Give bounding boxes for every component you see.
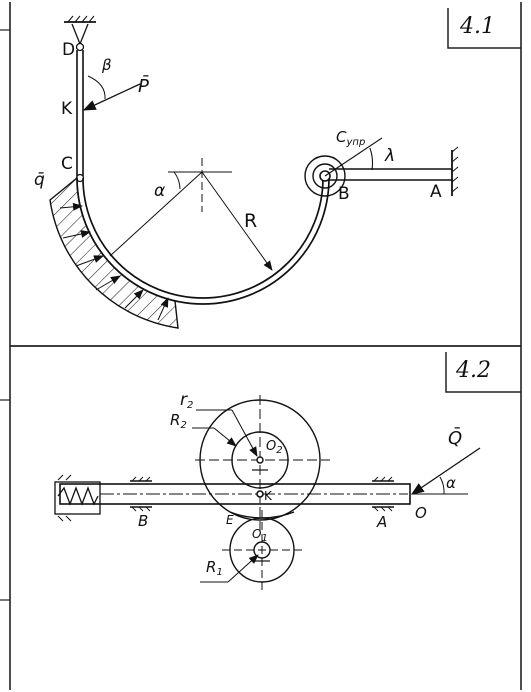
wheel-O1 [222,510,302,590]
O1-symbol: O [252,527,262,541]
label-force-Q: Q̄ [448,428,463,449]
force-Q [410,447,481,495]
angle-lambda [324,137,383,177]
radius-pointer-lower [200,554,259,583]
rod-BA [329,146,459,196]
label-spring-stiffness: Cупр [336,130,365,148]
label-radius-r2: r2 [180,392,193,411]
radius-pointers-upper [192,409,258,457]
label-point-K: K [61,99,73,119]
distributed-load-q [49,176,179,329]
force-P [82,75,141,111]
R2-symbol: R [170,411,181,429]
label-load-q: q̄ [34,170,45,190]
label-point-O: O [415,504,427,522]
spring-subscript: упр [346,137,366,148]
R1-symbol: R [206,558,217,576]
spring-symbol: C [336,128,347,146]
gear-O2 [195,395,330,535]
label-point-D: D [62,40,76,60]
label-point-A: A [430,182,442,202]
label-angle-alpha: α [154,181,166,201]
label-center-O2: O2 [266,440,283,456]
label-angle-alpha2: α [446,474,456,492]
label-point-C: C [61,154,73,174]
label-radius-R: R [244,210,258,232]
label-angle-beta: β [102,56,112,74]
problem-4-2-diagram [54,395,481,590]
problem-number-4-1: 4.1 [460,14,495,39]
label-force-P: P̄ [138,76,149,97]
O1-subscript: 1 [261,533,268,544]
fixed-support-D [64,15,96,52]
O2-symbol: O [266,439,277,454]
rack-bar [59,483,411,505]
label-point-B: B [338,184,350,204]
spring-left [54,474,101,522]
label-point-K2: K [264,489,272,503]
problem-number-4-2: 4.2 [456,358,491,383]
label-center-O1: O1 [252,528,268,544]
R2-subscript: 2 [180,420,187,431]
problem-4-1-diagram [49,15,459,329]
label-radius-R2: R2 [170,413,187,431]
O2-subscript: 2 [276,445,283,456]
R1-subscript: 1 [216,567,223,578]
sheet-frame [0,2,522,690]
label-angle-lambda: λ [385,146,396,166]
center-construction [109,158,273,271]
rack-guides [130,476,394,512]
label-radius-R1: R1 [206,560,223,578]
label-point-E: E [226,513,234,527]
label-point-B2: B [138,512,149,530]
r2-subscript: 2 [187,400,194,411]
r2-symbol: r [180,390,187,410]
label-point-A2: A [377,513,388,531]
rod-DC [75,50,85,183]
